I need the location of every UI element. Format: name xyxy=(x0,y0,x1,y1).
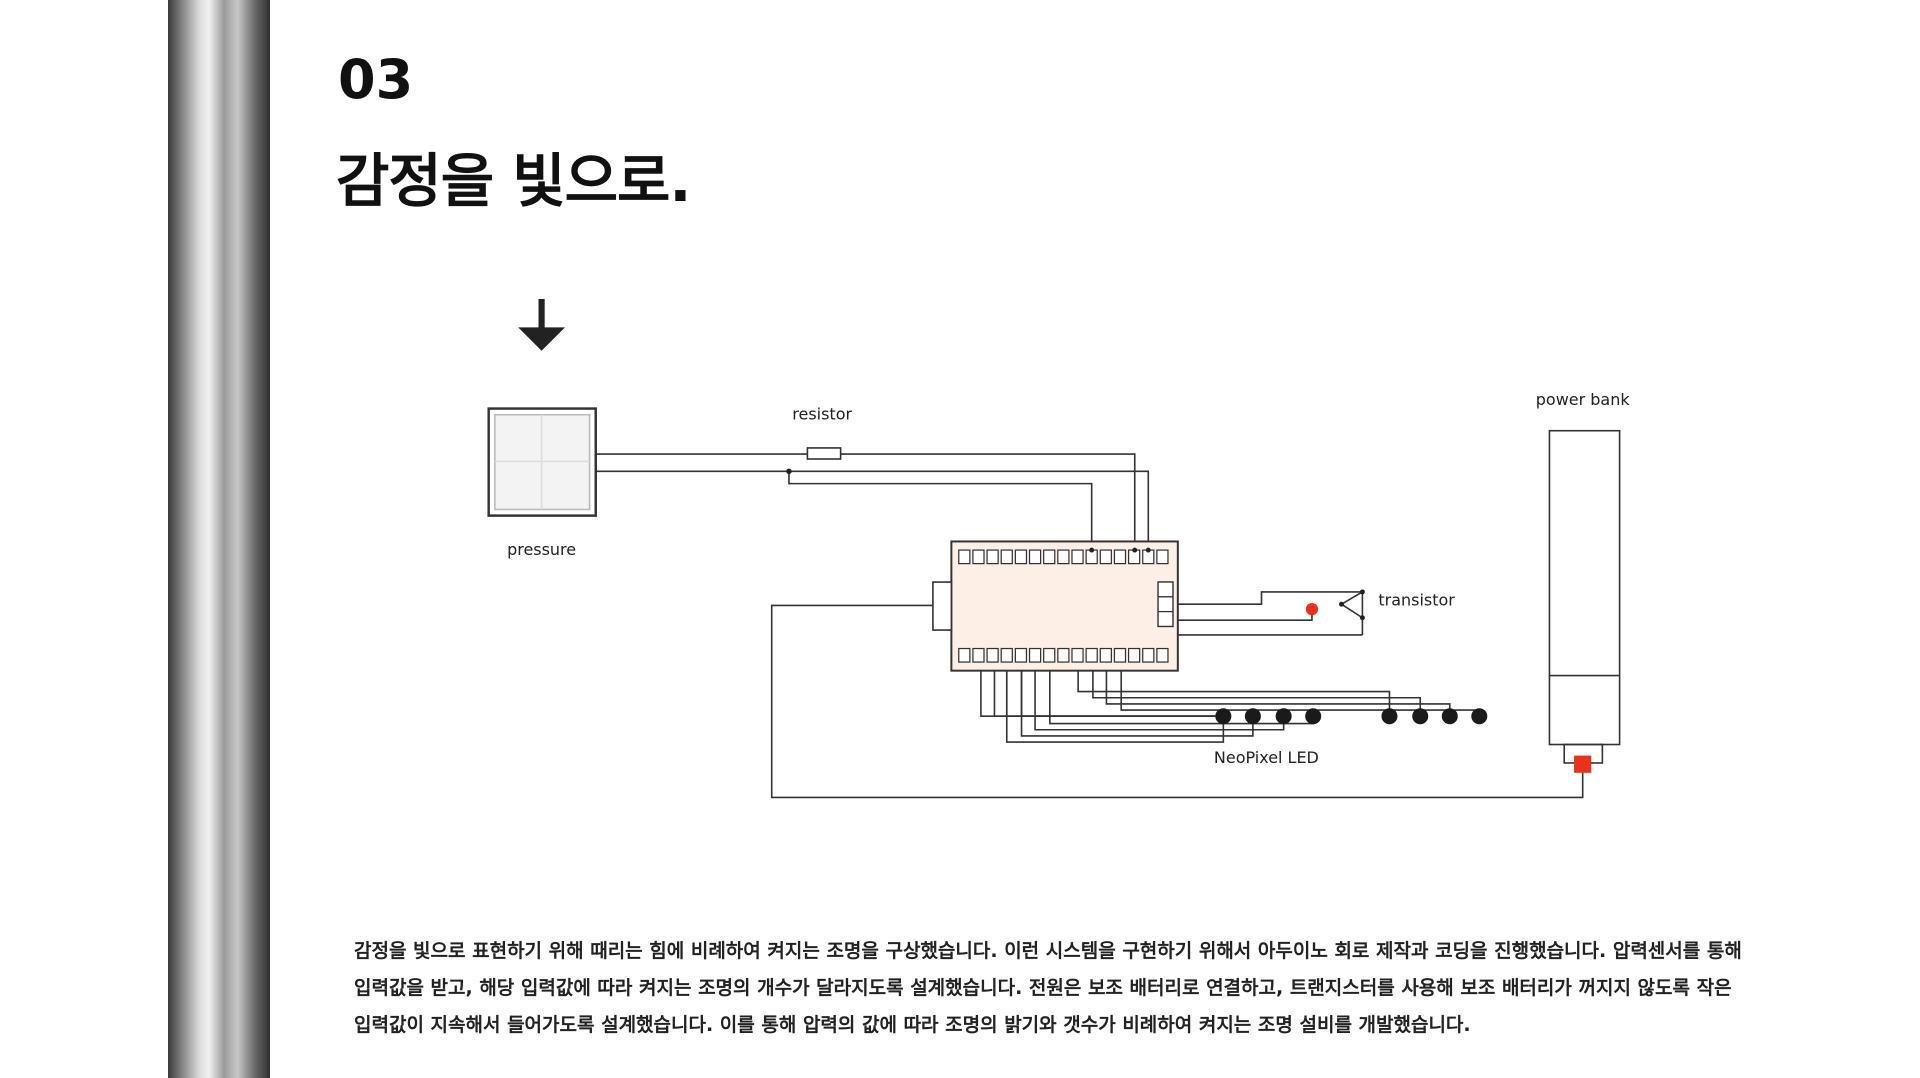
header-pin xyxy=(1071,549,1084,565)
header-pin xyxy=(958,549,971,565)
neopixel-led xyxy=(1275,708,1292,725)
section-number: 03 xyxy=(338,48,414,111)
header-pin xyxy=(1157,596,1174,613)
power-bank xyxy=(1548,429,1621,773)
ground-wire xyxy=(1020,662,1224,718)
page-title: 감정을 빛으로. xyxy=(336,147,691,215)
header-pin xyxy=(1057,549,1070,565)
header-pin xyxy=(1000,647,1013,663)
description-line: 감정을 빛으로 표현하기 위해 때리는 힘에 비례하여 켜지는 조명을 구상했습… xyxy=(354,940,1742,962)
header-pin xyxy=(1043,549,1056,565)
header-pin xyxy=(1099,549,1112,565)
transistor-red-dot xyxy=(1305,602,1319,616)
metal-pole-decoration xyxy=(168,0,270,1078)
pressure-label: pressure xyxy=(507,540,576,559)
neopixel-led xyxy=(1305,708,1322,725)
down-arrow-icon xyxy=(518,299,565,351)
resistor xyxy=(806,447,842,460)
description-line: 입력값이 지속해서 들어가도록 설계했습니다. 이를 통해 압력의 값에 따라 … xyxy=(354,1014,1471,1036)
header-pin xyxy=(1113,549,1127,565)
neopixel-led xyxy=(1244,708,1261,725)
neopixel-label: NeoPixel LED xyxy=(1214,748,1319,767)
transistor-label: transistor xyxy=(1378,590,1455,609)
header-pin xyxy=(1014,647,1028,663)
header-pin xyxy=(1043,647,1056,663)
header-pin xyxy=(972,549,985,565)
header-pin xyxy=(1099,647,1112,663)
header-pin xyxy=(1085,647,1098,663)
header-pin xyxy=(1142,647,1155,663)
header-pin xyxy=(972,647,985,663)
header-pin xyxy=(958,647,971,663)
header-pin xyxy=(1156,647,1169,663)
led-wire xyxy=(1092,662,1422,717)
header-pin xyxy=(1157,610,1174,627)
neopixel-led xyxy=(1381,708,1398,725)
header-pin xyxy=(1113,647,1127,663)
neopixel-led xyxy=(1471,708,1488,725)
resistor-label: resistor xyxy=(792,405,852,424)
power-connector-red xyxy=(1574,755,1592,773)
header-pin xyxy=(1157,581,1174,598)
header-pin xyxy=(986,549,999,565)
header-pin xyxy=(1028,647,1042,663)
neopixel-led xyxy=(1215,708,1232,725)
header-pin xyxy=(986,647,999,663)
description-line: 입력값을 받고, 해당 입력값에 따라 켜지는 조명의 개수가 달라지도록 설계… xyxy=(354,977,1732,999)
neopixel-led xyxy=(1441,708,1458,725)
header-pin xyxy=(1071,647,1084,663)
header-pin xyxy=(1028,549,1042,565)
arduino-board xyxy=(932,540,1179,672)
header-pin xyxy=(1156,549,1169,565)
led-wire xyxy=(1020,662,1254,737)
header-pin xyxy=(1000,549,1013,565)
pressure-sensor xyxy=(487,407,597,517)
header-pin xyxy=(1057,647,1070,663)
description-paragraph: 감정을 빛으로 표현하기 위해 때리는 힘에 비례하여 켜지는 조명을 구상했습… xyxy=(354,933,1814,1044)
neopixel-led xyxy=(1412,708,1429,725)
header-pin xyxy=(1127,647,1141,663)
power-bank-label: power bank xyxy=(1536,390,1631,409)
header-pin xyxy=(1014,549,1028,565)
